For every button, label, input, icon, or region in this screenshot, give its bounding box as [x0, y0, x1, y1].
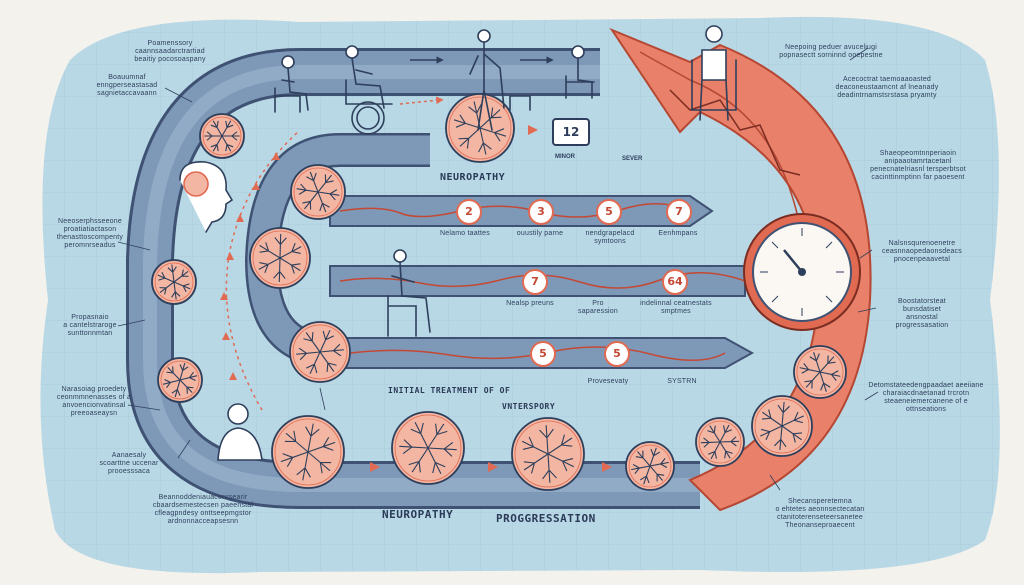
stage-box-badge: 12 [552, 118, 590, 146]
annotation-right-5: Boostatorsteat bunsdatiset ansnostal pro… [895, 298, 949, 329]
row3-badge-1: 5 [530, 341, 556, 367]
annotation-right-4: Nalsnsqurenoenetre ceasnnaopedaonsdeacs … [882, 240, 962, 263]
nerve-cell-icon [271, 415, 345, 489]
annotation-left-6: Aanaesaly scoarttne uccenar prooesssaca [99, 452, 159, 475]
nerve-cell-icon [151, 259, 197, 305]
nerve-cell-icon [157, 357, 203, 403]
head-profile-icon [179, 161, 234, 233]
heading-neuropathy-bottom: NEUROPATHY [382, 508, 454, 521]
row1-badge-4: 7 [666, 199, 692, 225]
row2-caption-2: Pro saparession [578, 300, 618, 315]
annotation-left-5: Narasoiag proedety ceonmmnenasses of a a… [56, 386, 132, 417]
row3-caption-1: Provesevaty [587, 378, 629, 385]
annotation-left-3: Neeoserphsseeone proatiatiactason thenas… [56, 218, 124, 249]
nerve-cell-icon [290, 164, 346, 220]
nerve-cell-icon [445, 93, 515, 163]
bottom-stage-arrows [370, 125, 612, 472]
row1-caption-1: Nelamo taattes [440, 230, 490, 237]
nerve-cell-icon [751, 395, 813, 457]
row1-caption-4: Eenhmpans [658, 230, 698, 237]
nerve-cell-icon [249, 227, 311, 289]
heading-progression: PROGGRESSATION [496, 512, 596, 525]
row1-badge-1: 2 [456, 199, 482, 225]
dotted-red-path [225, 129, 301, 411]
row3-badge-2: 5 [604, 341, 630, 367]
person-with-cane-icon [469, 29, 531, 131]
callout-lines [117, 47, 879, 491]
nerve-cell-icon [511, 417, 585, 491]
nerve-cell-icon [391, 411, 465, 485]
row2-badge-1: 7 [522, 269, 548, 295]
row2-badge-2: 64 [662, 269, 688, 295]
seated-person-icon [274, 55, 309, 113]
top-mini-arrows [399, 56, 554, 105]
outer-track [126, 48, 700, 509]
heading-neuropathy-top: NEUROPATHY [440, 172, 506, 183]
row2-caption-3: indelinnal ceatnestats smptmes [640, 300, 712, 315]
bench-person-icon [565, 45, 595, 99]
figures [179, 25, 737, 461]
stage-box-caption: MINOR [555, 154, 575, 160]
bust-figure-icon [217, 403, 263, 461]
top-right-person-icon [691, 25, 737, 121]
row3-caption-2: SYSTRN [667, 378, 697, 385]
heading-initial-treatment: INITIAL TREATMENT OF OF [388, 386, 511, 395]
row2-caption-1: Nealsp preuns [506, 300, 554, 307]
nerve-cell-icon [695, 417, 745, 467]
heading-vntersporty: VNTERSPORY [502, 402, 556, 411]
annotation-right-3: Shaeopeomtnnperiaoin anipaaotamrtacetanl… [870, 150, 966, 181]
row1-badge-3: 5 [596, 199, 622, 225]
nerve-cell-icon [199, 113, 245, 159]
stage-person-caption: SEVER [622, 156, 643, 162]
middle-seated-person-icon [387, 249, 431, 337]
annotation-left-4: Propasnaio a cantelstraroge sunttonnmtan [63, 314, 117, 337]
row1-caption-3: nendgrapelacd symtoons [585, 230, 635, 245]
annotation-right-6: Detomstateedengpaadaet aeeiiane charaiac… [868, 382, 984, 413]
annotation-right-1: Neepoing peduer avuceliugi popnasectt so… [779, 44, 883, 59]
row1-caption-2: ouustily parne [516, 230, 564, 237]
annotation-left-7: Beannoddeniauacenrsearir cbaardsemestecs… [152, 494, 254, 525]
annotation-left-1: Poamenssory caannsaadarctrartiad beaitiy… [134, 40, 206, 63]
annotation-right-2: Acecoctrat taemoaaoasted deaconeustaamcn… [835, 76, 939, 99]
wheelchair-user-icon [345, 45, 393, 135]
nerve-cell-icon [289, 321, 351, 383]
arrow-row-1 [329, 195, 714, 227]
row1-badge-2: 3 [528, 199, 554, 225]
annotation-right-7: Shecansperetemna o ehtetes aeonnsectecat… [775, 498, 865, 529]
annotation-left-2: Boauumnaf enngperseastasad sagnietaccava… [96, 74, 158, 97]
nerve-cell-icon [793, 345, 847, 399]
red-chevrons [220, 152, 280, 380]
gauge-dial [743, 213, 861, 331]
nerve-cell-icon [625, 441, 675, 491]
